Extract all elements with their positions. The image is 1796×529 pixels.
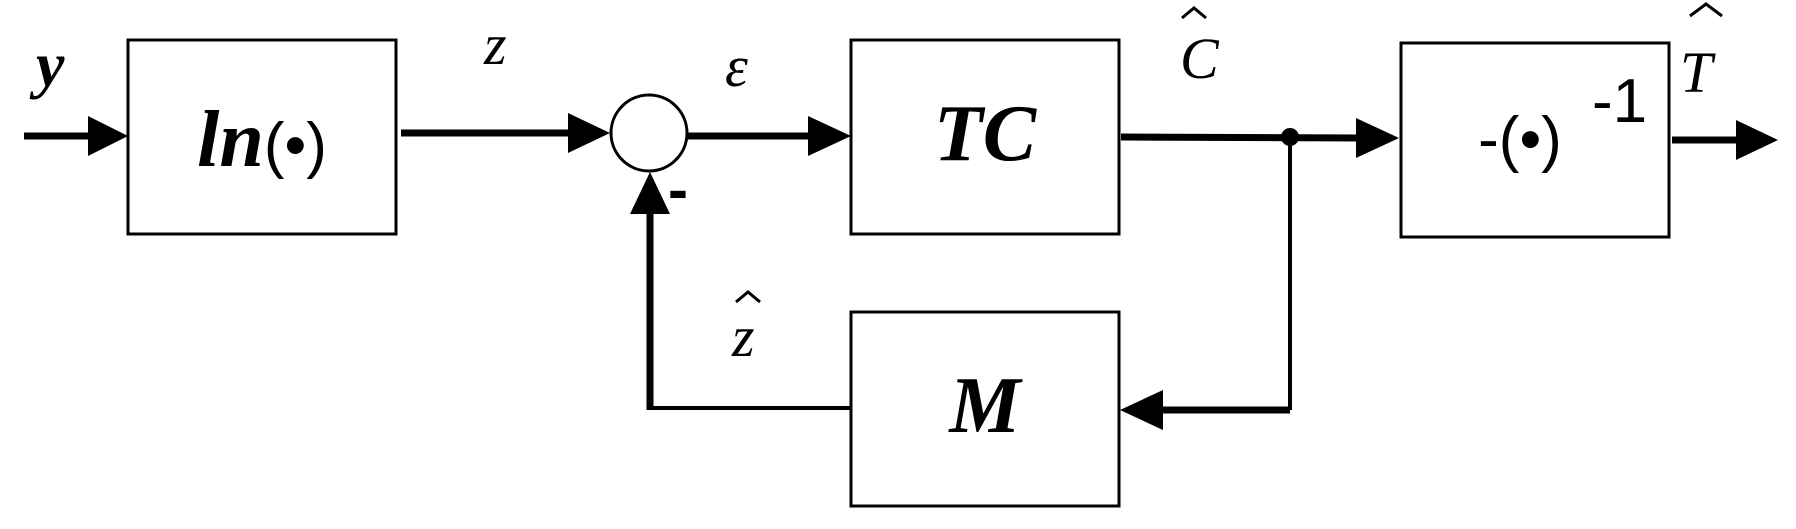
controller-output-hat-accent xyxy=(1181,6,1207,20)
log-output-signal-label: z xyxy=(483,12,507,77)
ln-block: ln(•) xyxy=(126,38,398,236)
model-feedback-path xyxy=(630,172,851,410)
input-arrow xyxy=(24,116,128,156)
ln-open-paren: ( xyxy=(264,111,285,180)
final-output-hat-accent xyxy=(1689,2,1723,18)
controller-output-arrow xyxy=(1120,118,1399,158)
model-output-signal-label-group: z xyxy=(731,290,761,369)
error-arrow xyxy=(688,116,851,156)
ln-block-frame xyxy=(126,38,398,236)
model-output-signal-label: z xyxy=(731,304,755,369)
final-output-signal-label: T xyxy=(1680,40,1716,105)
controller-output-signal-label-group: C xyxy=(1180,6,1220,91)
log-output-arrow xyxy=(401,113,610,153)
inverse-block: -(•) -1 xyxy=(1399,41,1671,239)
tc-block: TC xyxy=(849,38,1121,236)
tc-block-frame xyxy=(849,38,1121,236)
ln-block-label: ln(•) xyxy=(197,96,327,184)
final-output-arrow xyxy=(1672,120,1778,160)
ln-argument-dot: • xyxy=(285,111,307,180)
m-block-frame xyxy=(849,310,1121,508)
inverse-block-frame xyxy=(1399,41,1671,239)
feedback-to-model-path xyxy=(1120,137,1292,430)
error-signal-label: ε xyxy=(725,34,748,99)
inverse-block-label: -(•) xyxy=(1478,105,1562,174)
inverse-close-paren: ) xyxy=(1541,105,1562,174)
m-block-label: M xyxy=(947,362,1023,450)
final-output-signal-label-group: T xyxy=(1680,2,1723,105)
ln-close-paren: ) xyxy=(306,111,327,180)
tc-block-label: TC xyxy=(934,90,1038,178)
feedback-minus-sign: - xyxy=(668,156,688,223)
ln-function-name: ln xyxy=(197,96,264,184)
inverse-prefix: -( xyxy=(1478,105,1520,174)
input-signal-label: y xyxy=(29,29,65,100)
inverse-argument-dot: • xyxy=(1519,105,1541,174)
model-output-hat-accent xyxy=(735,290,761,304)
m-block: M xyxy=(849,310,1121,508)
inverse-exponent: -1 xyxy=(1592,67,1647,136)
controller-output-signal-label: C xyxy=(1180,26,1220,91)
summing-junction xyxy=(609,93,689,173)
